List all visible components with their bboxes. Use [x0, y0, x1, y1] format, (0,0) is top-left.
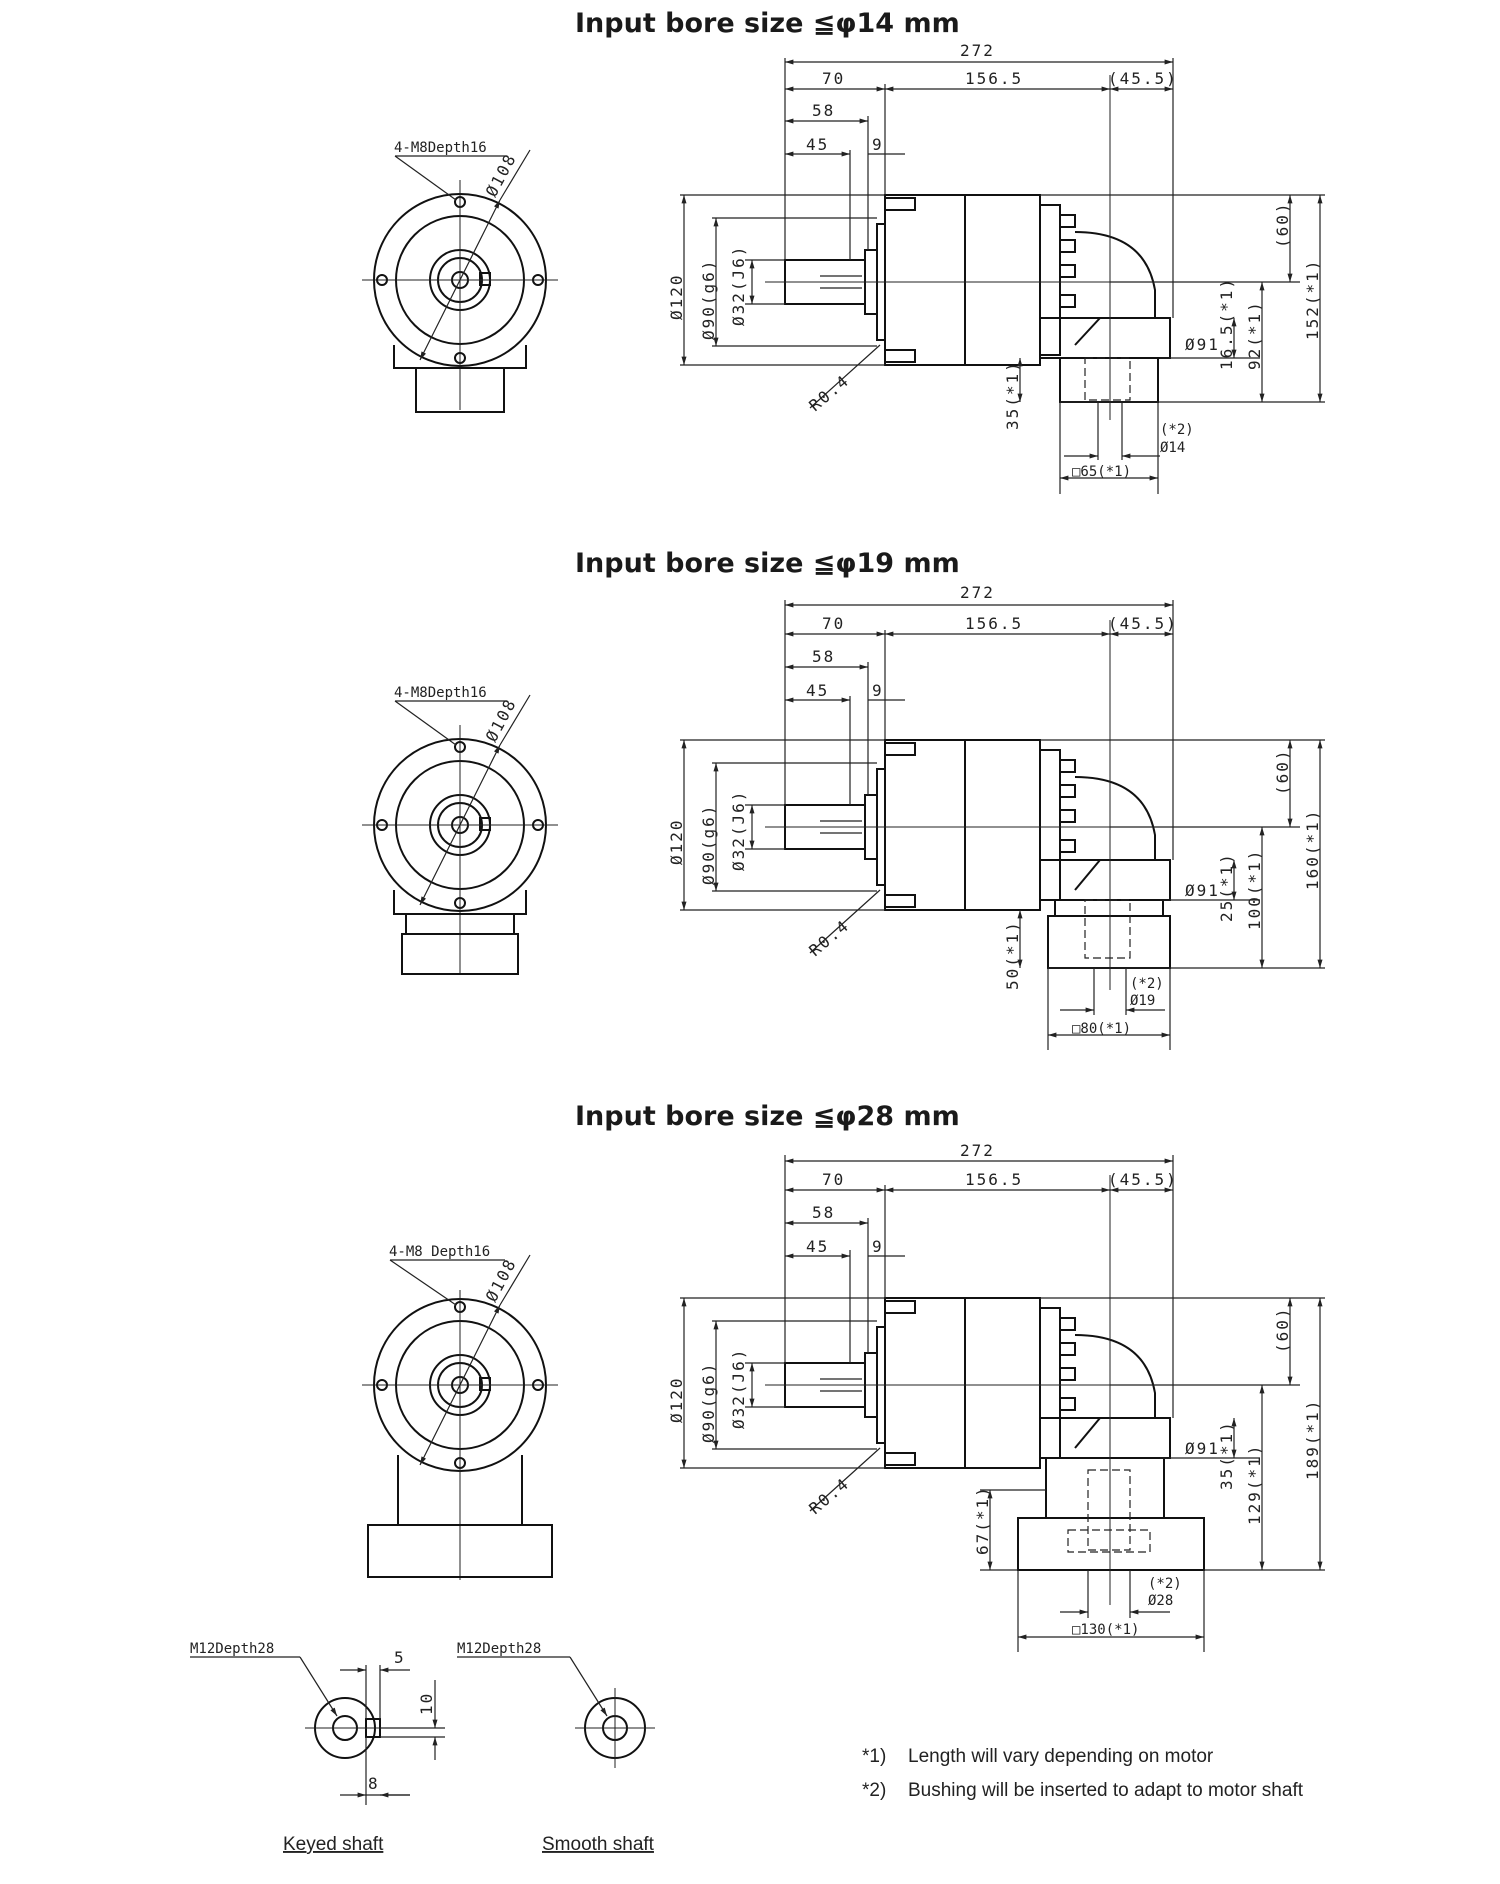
dim-45: 45	[806, 135, 829, 154]
dim-bore: Ø19	[1130, 993, 1155, 1009]
dim-bore: Ø28	[1148, 1593, 1173, 1609]
dim-radius: R0.4	[805, 916, 853, 960]
dim-60: (60)	[1273, 201, 1292, 248]
key-width: 5	[394, 1648, 406, 1667]
dim-motor-offset: 25(*1)	[1217, 852, 1236, 922]
section-1: Input bore size ≦φ14 mm 4-M8Depth16 Ø108	[362, 8, 1325, 494]
dim-9: 9	[872, 135, 884, 154]
bushing-note: (*2)	[1160, 422, 1194, 438]
dim-flange-dia: Ø120	[667, 1376, 686, 1423]
dim-58: 58	[812, 101, 835, 120]
note-2-mark: *2)	[862, 1780, 886, 1801]
keyed-caption: Keyed shaft	[283, 1834, 384, 1855]
dim-overall: 272	[960, 1141, 995, 1160]
dim-square: □65(*1)	[1072, 464, 1131, 480]
dim-9: 9	[872, 1237, 884, 1256]
dim-radius: R0.4	[805, 1474, 853, 1518]
dim-45-5: (45.5)	[1108, 1170, 1178, 1189]
dim-45-5: (45.5)	[1108, 69, 1178, 88]
dim-overall: 272	[960, 583, 995, 602]
dim-overall-height: 152(*1)	[1303, 259, 1322, 340]
dim-adapter-len: 35(*1)	[1003, 360, 1022, 430]
dim-overall-height: 189(*1)	[1303, 1399, 1322, 1480]
side-view: 272 70 156.5 (45.5) 58 45 9 Ø120 Ø90(g6)…	[667, 1141, 1325, 1652]
dim-square: □80(*1)	[1072, 1021, 1131, 1037]
side-view: 272 70 156.5 (45.5) 58 45 9 Ø120 Ø90(g6)…	[667, 583, 1325, 1050]
dim-45-5: (45.5)	[1108, 614, 1178, 633]
dim-motor-offset: 16.5(*1)	[1217, 277, 1236, 370]
front-view: 4-M8 Depth16 Ø108	[362, 1244, 558, 1580]
dim-motor-height: 100(*1)	[1245, 849, 1264, 930]
smooth-caption: Smooth shaft	[542, 1834, 655, 1855]
dim-70: 70	[822, 69, 845, 88]
dim-motor-height: 129(*1)	[1245, 1444, 1264, 1525]
dim-motor-flange: Ø91	[1185, 1439, 1220, 1458]
bushing-note: (*2)	[1130, 976, 1164, 992]
front-view: 4-M8Depth16 Ø108	[362, 140, 558, 413]
tap-label: 4-M8Depth16	[394, 140, 487, 156]
section-2: Input bore size ≦φ19 mm 4-M8Depth16 Ø108	[362, 548, 1325, 1050]
section-title: Input bore size ≦φ28 mm	[575, 1101, 960, 1132]
dim-9: 9	[872, 681, 884, 700]
dim-motor-offset: 35(*1)	[1217, 1420, 1236, 1490]
dim-square: □130(*1)	[1072, 1622, 1139, 1638]
keyed-shaft-detail: M12Depth28 5 10 8 Keyed shaft	[190, 1641, 445, 1855]
smooth-shaft-detail: M12Depth28 Smooth shaft	[457, 1641, 655, 1855]
dim-motor-height: 92(*1)	[1245, 300, 1264, 370]
dim-60: (60)	[1273, 1306, 1292, 1353]
dim-45: 45	[806, 1237, 829, 1256]
dim-flange-dia: Ø120	[667, 273, 686, 320]
section-title: Input bore size ≦φ14 mm	[575, 8, 960, 39]
dim-70: 70	[822, 614, 845, 633]
dim-shaft-dia: Ø32(J6)	[729, 245, 748, 326]
key-height: 10	[417, 1692, 436, 1715]
dim-shaft-dia: Ø32(J6)	[729, 790, 748, 871]
dim-70: 70	[822, 1170, 845, 1189]
tap-label: 4-M8 Depth16	[389, 1244, 490, 1260]
note-1-mark: *1)	[862, 1746, 886, 1767]
dim-156: 156.5	[965, 1170, 1023, 1189]
dim-pilot-dia: Ø90(g6)	[699, 804, 718, 885]
bushing-note: (*2)	[1148, 1576, 1182, 1592]
dim-58: 58	[812, 1203, 835, 1222]
smooth-tap-label: M12Depth28	[457, 1641, 541, 1657]
front-view: 4-M8Depth16 Ø108	[362, 685, 558, 975]
dim-45: 45	[806, 681, 829, 700]
dim-adapter-len: 67(*1)	[973, 1485, 992, 1555]
dim-pilot-dia: Ø90(g6)	[699, 1362, 718, 1443]
notes: *1) Length will vary depending on motor …	[862, 1746, 1304, 1801]
dim-motor-flange: Ø91	[1185, 881, 1220, 900]
dim-adapter-len: 50(*1)	[1003, 920, 1022, 990]
section-3: Input bore size ≦φ28 mm 4-M8 Depth16 Ø10…	[362, 1101, 1325, 1652]
dim-156: 156.5	[965, 614, 1023, 633]
dim-pilot-dia: Ø90(g6)	[699, 259, 718, 340]
dim-radius: R0.4	[805, 371, 853, 415]
side-view: 272 70 156.5 (45.5) 58 45 9 Ø120 Ø90(g6)…	[667, 41, 1325, 494]
dim-flange-dia: Ø120	[667, 818, 686, 865]
dim-overall: 272	[960, 41, 995, 60]
dim-shaft-dia: Ø32(J6)	[729, 1348, 748, 1429]
dim-bore: Ø14	[1160, 440, 1185, 456]
key-len: 8	[368, 1774, 380, 1793]
dim-60: (60)	[1273, 748, 1292, 795]
section-title: Input bore size ≦φ19 mm	[575, 548, 960, 579]
dim-58: 58	[812, 647, 835, 666]
note-2-text: Bushing will be inserted to adapt to mot…	[908, 1780, 1304, 1801]
note-1-text: Length will vary depending on motor	[908, 1746, 1214, 1767]
keyed-tap-label: M12Depth28	[190, 1641, 274, 1657]
dim-156: 156.5	[965, 69, 1023, 88]
tap-label: 4-M8Depth16	[394, 685, 487, 701]
dim-overall-height: 160(*1)	[1303, 809, 1322, 890]
dim-motor-flange: Ø91	[1185, 335, 1220, 354]
